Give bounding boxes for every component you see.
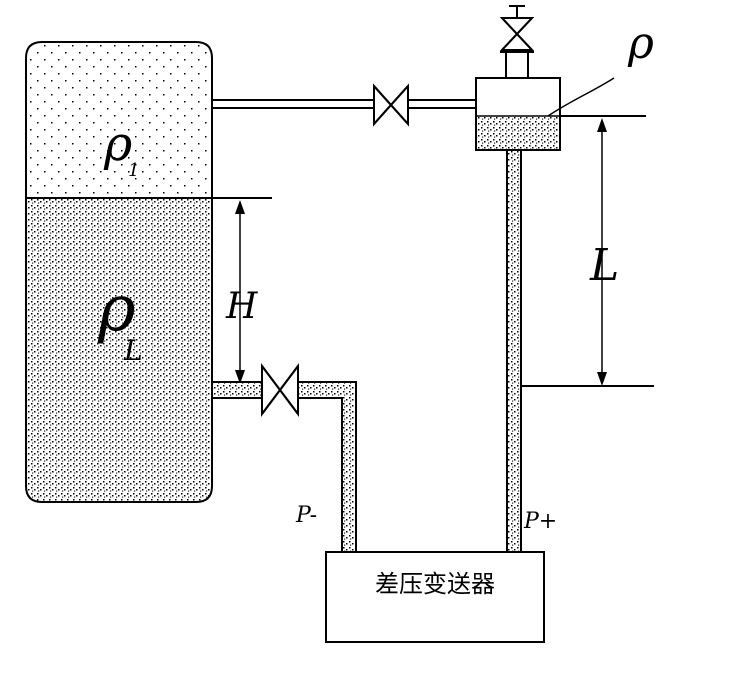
seal-height-dimension xyxy=(521,115,654,387)
level-height-dimension xyxy=(235,200,245,384)
vessel-liquid-space xyxy=(26,198,212,502)
seal-liquid xyxy=(477,116,559,149)
vessel xyxy=(25,41,272,503)
liquid-density-subscript: L xyxy=(123,334,143,367)
seal-label-pointer xyxy=(547,77,615,117)
gas-density-label: ρ xyxy=(103,116,132,172)
high-pressure-label: P+ xyxy=(523,509,557,534)
low-pressure-label: P- xyxy=(295,503,317,528)
seal-density-label: ρ xyxy=(627,18,654,69)
seal-pot xyxy=(475,5,615,151)
upper-impulse-line xyxy=(212,83,476,127)
upper-valve-icon xyxy=(373,83,409,127)
seal-height-label: L xyxy=(589,240,619,291)
gas-density-subscript: 1 xyxy=(128,160,139,181)
transmitter-box xyxy=(325,551,545,643)
vessel-outline xyxy=(25,41,213,503)
lower-valve-icon xyxy=(261,363,299,417)
vessel-gas-space xyxy=(26,42,212,198)
vent-valve-icon xyxy=(499,5,535,51)
high-pressure-leg xyxy=(506,149,522,553)
lower-impulse-line xyxy=(211,363,357,553)
liquid-density-label: ρ xyxy=(97,272,136,346)
transmitter-label: 差压变送器 xyxy=(375,570,495,598)
level-height-label: H xyxy=(225,286,258,327)
